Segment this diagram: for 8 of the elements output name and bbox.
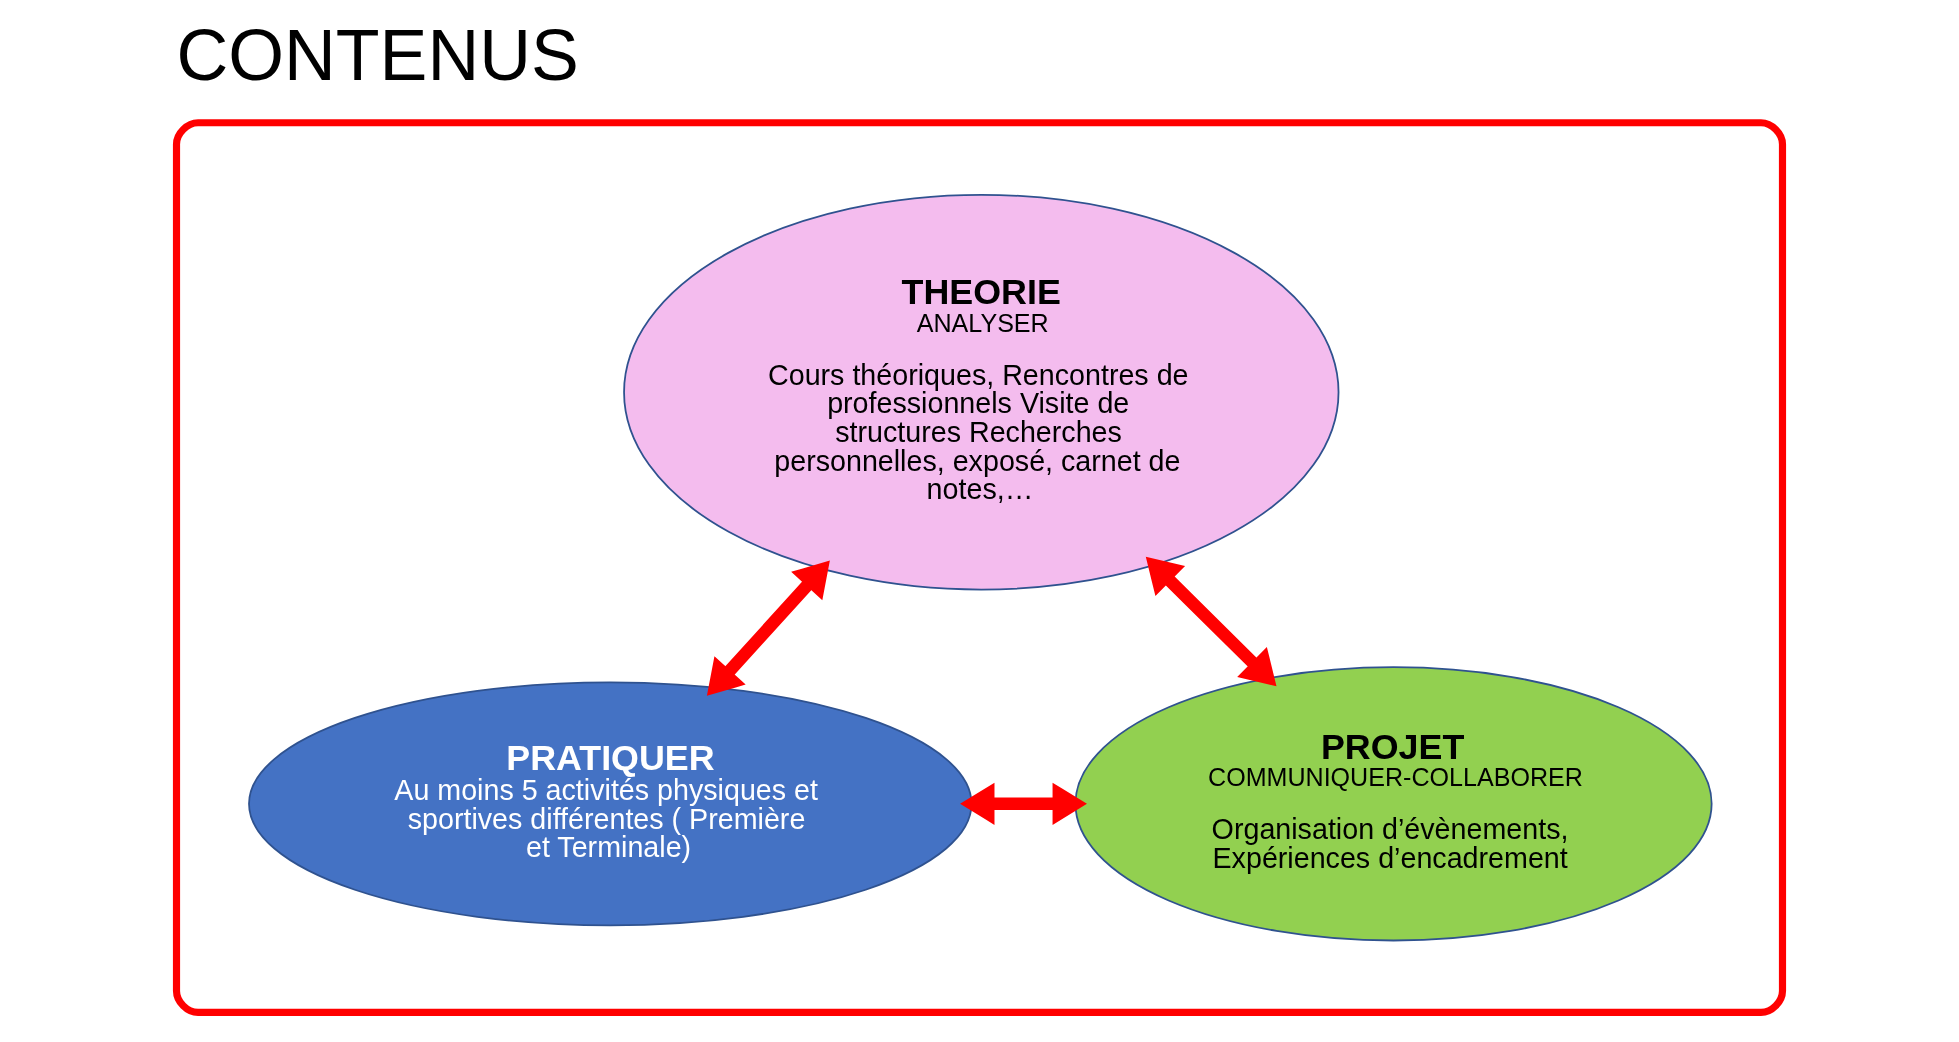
- arrow: [1145, 556, 1277, 687]
- cluster: [172, 119, 1787, 1016]
- node-ellipse: PROJET COMMUNIQUER-COLLABORER Organisation d’évènements, Expériences d’encadrement: [1074, 666, 1713, 942]
- node-ellipse: PRATIQUER Au moins 5 activités physiques et sportives différentes ( Première et Terminale): [248, 681, 973, 927]
- arrow: [706, 560, 830, 696]
- diagram-title: CONTENUS: [176, 14, 579, 95]
- arrow: [960, 782, 1087, 825]
- node-ellipse: THEORIE ANALYSER Cours théoriques, Rencontres de professionnels Visite de structures Recherches personnelles, exposé, carnet de notes,…: [623, 193, 1340, 591]
